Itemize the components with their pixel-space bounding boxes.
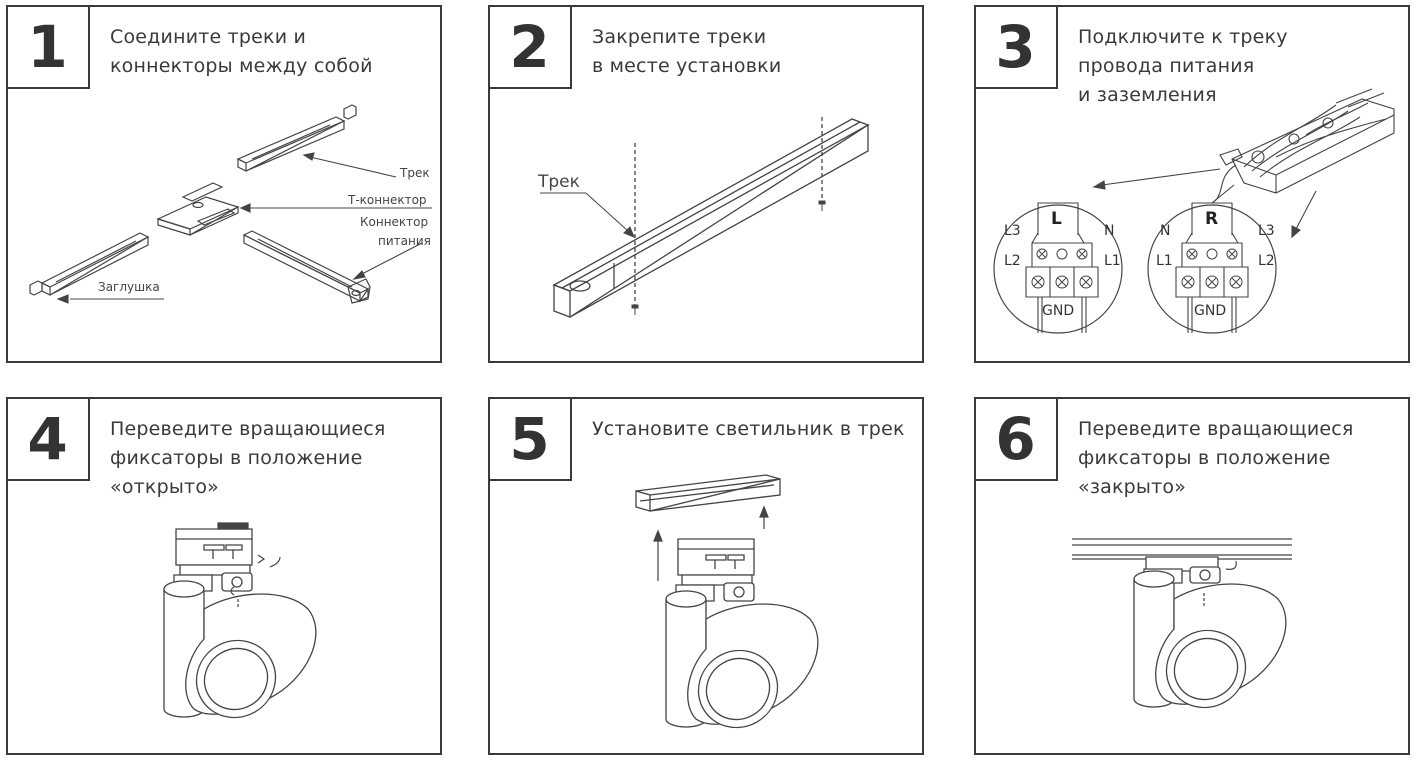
track-segment-lower — [30, 233, 148, 295]
lamp-latch-closed-illustration — [976, 399, 1412, 757]
label-power-connector-1: Коннектор — [360, 215, 428, 229]
wire-label-gnd: GND — [1194, 303, 1226, 319]
wire-label-l1: L1 — [1104, 253, 1121, 269]
step-title: Переведите вращающиеся фиксаторы в полож… — [1078, 418, 1354, 498]
step-number: 6 — [973, 396, 1058, 481]
label-power-connector-2: питания — [378, 234, 431, 248]
terminal-block-left: L L3 N L2 L1 GND — [994, 203, 1122, 333]
step-title: Закрепите треки в месте установки — [592, 26, 782, 77]
step-title: Переведите вращающиеся фиксаторы в полож… — [110, 418, 386, 498]
label-track: Трек — [399, 166, 430, 180]
track-section — [636, 475, 780, 511]
wire-label-n: N — [1104, 223, 1114, 239]
step-number: 5 — [487, 396, 572, 481]
wire-label-l3: L3 — [1258, 223, 1275, 239]
step-panel-5: 5 Установите светильник в трек — [487, 396, 926, 757]
track-segment-upper — [238, 105, 356, 171]
step-number: 3 — [973, 4, 1058, 89]
wire-label-gnd: GND — [1042, 303, 1074, 319]
track-lamp — [1134, 557, 1286, 722]
wire-label-l1: L1 — [1156, 253, 1173, 269]
track-body — [554, 119, 868, 317]
terminal-block-right: R N L3 L1 L2 GND — [1148, 203, 1276, 333]
step-number: 4 — [5, 396, 90, 481]
screw-right-icon — [819, 201, 825, 211]
step-number: 1 — [5, 4, 90, 89]
power-connector-track — [244, 231, 370, 303]
label-t-connector: Т-коннектор — [347, 193, 427, 207]
power-connector-with-wires — [1212, 89, 1394, 203]
t-connector — [158, 183, 238, 235]
track-connection-illustration: Трек Т-коннектор Коннектор питания Заглу… — [8, 7, 444, 365]
rotate-arrow-icon — [270, 557, 280, 567]
step-panel-1: 1 Соедините треки и коннекторы между соб… — [5, 4, 444, 365]
step-panel-4: 4 Переведите вращающиеся фиксаторы в пол… — [5, 396, 444, 757]
track-mounting-illustration: Трек — [537, 7, 926, 365]
step-title: Установите светильник в трек — [592, 418, 905, 440]
lamp-head — [1152, 584, 1285, 722]
screw-left-icon — [632, 305, 638, 315]
label-end-cap: Заглушка — [98, 280, 160, 294]
lamp-head — [684, 604, 817, 742]
lamp-latch-open-illustration — [8, 399, 444, 757]
track-lamp — [666, 539, 818, 742]
wire-label-l3: L3 — [1004, 223, 1021, 239]
side-label-left: L — [1051, 209, 1062, 229]
track-lamp — [164, 529, 316, 732]
wiring-illustration: L L3 N L2 L1 GND — [976, 7, 1412, 365]
step-panel-2: 2 Закрепите треки в месте установки Трек — [487, 4, 926, 365]
label-track: Трек — [537, 172, 580, 192]
side-label-right: R — [1205, 209, 1218, 229]
step-title: Подключите к треку провода питания и заз… — [1078, 26, 1288, 106]
wire-label-l2: L2 — [1004, 253, 1021, 269]
step-panel-6: 6 Переведите вращающиеся фиксаторы в пол… — [973, 396, 1412, 757]
rotate-arrow-icon — [1226, 561, 1236, 569]
step-title: Соедините треки и коннекторы между собой — [110, 26, 373, 77]
wire-label-n: N — [1160, 223, 1170, 239]
wire-label-l2: L2 — [1258, 253, 1275, 269]
step-panel-3: 3 Подключите к треку провода питания и з… — [973, 4, 1412, 365]
step-number: 2 — [487, 4, 572, 89]
lamp-head — [182, 594, 315, 732]
lamp-install-illustration — [490, 399, 926, 757]
installed-track — [1072, 539, 1292, 559]
